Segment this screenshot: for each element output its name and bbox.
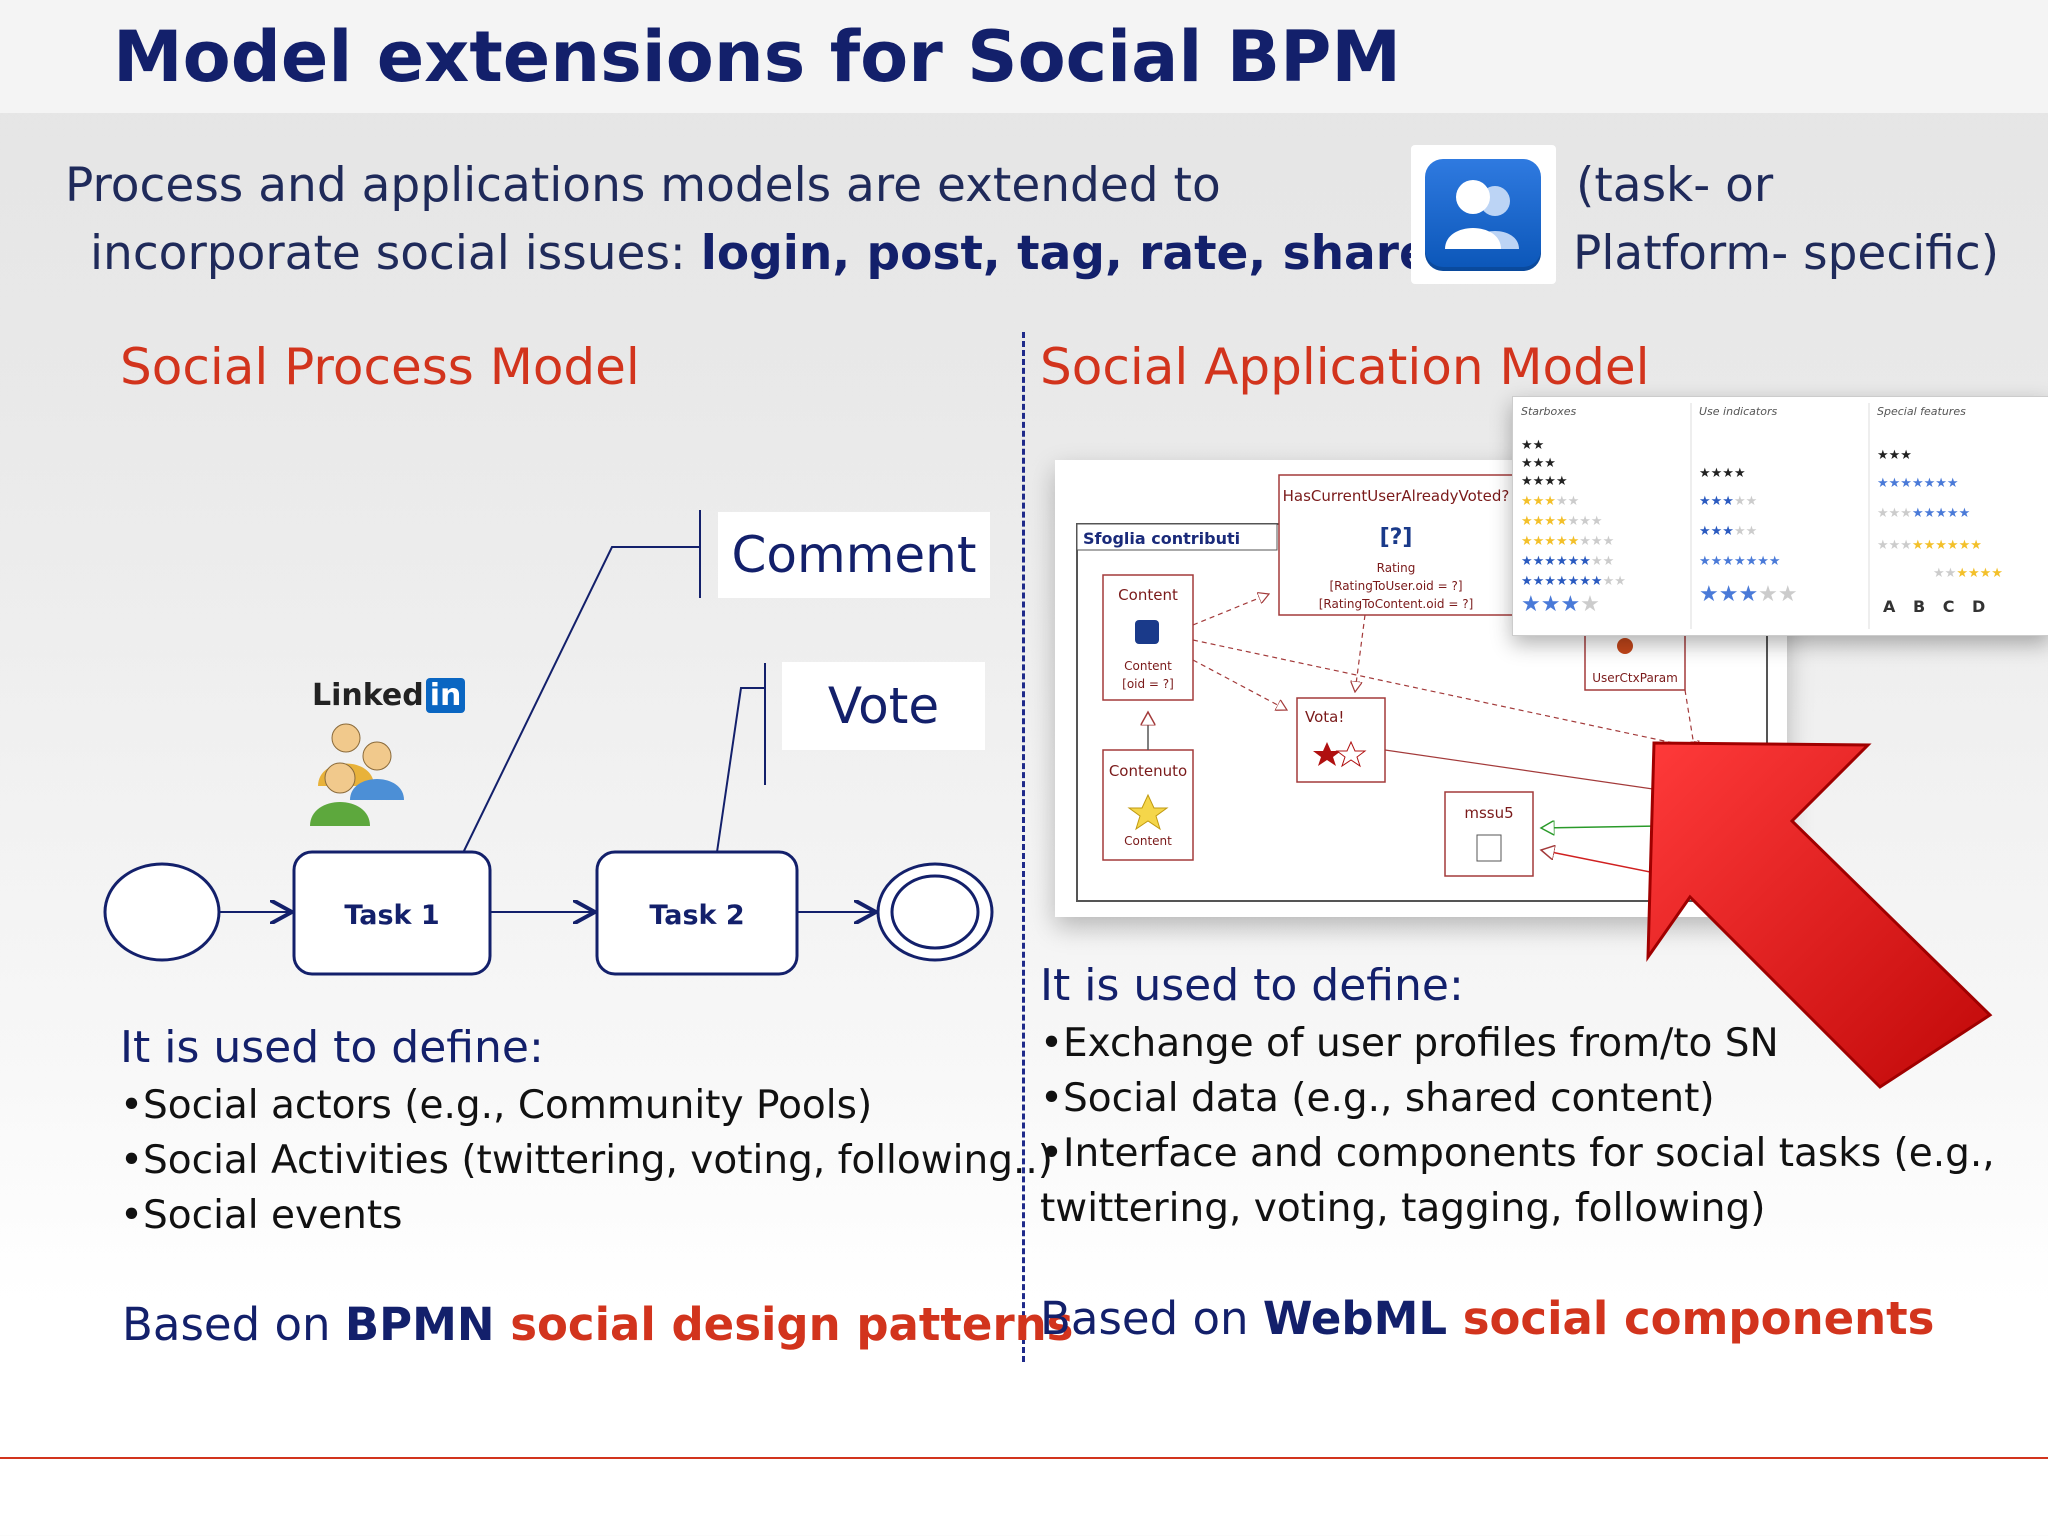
star-rating-components-screenshot: Starboxes Use indicators Special feature… [1512, 396, 2048, 636]
mssu5-unit [1444, 791, 1534, 877]
starboxes-column-title: Starboxes [1521, 405, 1577, 418]
svg-text:★★★★★★★★: ★★★★★★★★ [1521, 554, 1614, 569]
svg-text:★★★★★★★: ★★★★★★★ [1521, 514, 1603, 529]
page-title: Model extensions for Social BPM [113, 16, 1402, 98]
svg-text:★★★★★★★: ★★★★★★★ [1877, 476, 1959, 491]
user-ctx-param-unit [1584, 629, 1686, 691]
svg-text:[oid = ?]: [oid = ?] [1122, 677, 1174, 691]
svg-text:★★: ★★ [1521, 438, 1544, 453]
footer-divider [0, 1457, 2048, 1459]
intro-right-1: (task- or [1576, 158, 1774, 213]
right-used-title: It is used to define: [1040, 960, 1464, 1011]
list-item: •Social events [120, 1193, 403, 1238]
content-unit [1102, 574, 1194, 701]
svg-text:Content: Content [1118, 586, 1178, 604]
svg-text:HasCurrentUserAlreadyVoted?: HasCurrentUserAlreadyVoted? [1283, 487, 1510, 505]
svg-text:★★★★★★★★: ★★★★★★★★ [1877, 506, 1970, 521]
svg-text:★★★★★★★★: ★★★★★★★★ [1521, 534, 1614, 549]
task-1-label: Task 1 [344, 900, 439, 931]
list-item: •Interface and components for social tas… [1040, 1131, 1995, 1176]
svg-text:[?]: [?] [1380, 525, 1413, 550]
svg-text:★★★★: ★★★★ [1699, 466, 1746, 481]
abcd-label: A B C D [1883, 597, 1992, 616]
left-used-title: It is used to define: [120, 1022, 544, 1073]
list-item: •Social Activities (twittering, voting, … [120, 1138, 1053, 1183]
svg-text:★★★★: ★★★★ [1521, 592, 1600, 617]
task-2-label: Task 2 [649, 900, 744, 931]
left-bullet-list: •Social actors (e.g., Community Pools) •… [120, 1078, 1053, 1243]
vote-association [716, 687, 765, 853]
svg-text:★★★★★★★: ★★★★★★★ [1699, 554, 1781, 569]
list-item: •Social data (e.g., shared content) [1040, 1076, 1715, 1121]
svg-text:★★★★★★★★★: ★★★★★★★★★ [1877, 538, 1982, 553]
svg-text:Contenuto: Contenuto [1109, 762, 1187, 780]
svg-text:Vota!: Vota! [1305, 708, 1344, 726]
svg-text:UserCtxParam: UserCtxParam [1592, 671, 1678, 685]
svg-text:Content: Content [1124, 659, 1172, 673]
svg-text:★★★★★★★★★: ★★★★★★★★★ [1521, 574, 1626, 589]
intro-line-1: Process and applications models are exte… [65, 158, 1221, 213]
special-features-column-title: Special features [1877, 405, 1966, 418]
svg-text:mssu5: mssu5 [1464, 804, 1513, 822]
sfoglia-contributi-label: Sfoglia contributi [1083, 529, 1240, 548]
svg-text:Content: Content [1124, 834, 1172, 848]
svg-text:★★★★★★: ★★★★★★ [1933, 566, 2003, 581]
svg-text:★★★: ★★★ [1521, 456, 1556, 471]
social-issues: login, post, tag, rate, share, ... [700, 226, 1519, 281]
vote-annotation: Vote [782, 662, 985, 750]
left-based-on: Based on BPMN social design patterns [122, 1298, 1074, 1351]
intro-line-2: incorporate social issues: login, post, … [90, 226, 1519, 281]
svg-text:★★★: ★★★ [1877, 448, 1912, 463]
comment-association [461, 546, 700, 856]
svg-text:★★★★: ★★★★ [1521, 474, 1568, 489]
right-bullet-list: •Exchange of user profiles from/to SN •S… [1040, 1016, 1995, 1236]
list-item: •Social actors (e.g., Community Pools) [120, 1083, 873, 1128]
social-application-model-heading: Social Application Model [1040, 338, 1650, 396]
title-bar [0, 0, 2048, 113]
list-item: •Exchange of user profiles from/to SN [1040, 1021, 1779, 1066]
community-people-icon [310, 723, 404, 826]
svg-text:[RatingToUser.oid = ?]: [RatingToUser.oid = ?] [1329, 579, 1462, 593]
svg-text:Rating: Rating [1377, 561, 1416, 575]
right-based-on: Based on WebML social components [1040, 1292, 1935, 1345]
svg-text:★★★★★: ★★★★★ [1699, 524, 1757, 539]
bpmn-diagram: Task 1 Task 2 [103, 510, 994, 976]
svg-text:★★★★★: ★★★★★ [1699, 582, 1798, 607]
intro-right-2: Platform- specific) [1573, 226, 2000, 281]
list-item: twittering, voting, tagging, following) [1040, 1186, 1766, 1231]
start-event [103, 862, 221, 962]
use-indicators-column-title: Use indicators [1699, 405, 1778, 418]
section-divider [1022, 332, 1025, 1362]
vota-unit [1296, 697, 1386, 783]
comment-annotation: Comment [718, 512, 990, 598]
svg-text:[RatingToContent.oid = ?]: [RatingToContent.oid = ?] [1319, 597, 1474, 611]
social-process-model-heading: Social Process Model [120, 338, 640, 396]
svg-text:★★★★★: ★★★★★ [1699, 494, 1757, 509]
has-current-user-voted-unit [1278, 474, 1515, 616]
big-red-arrow-icon [1646, 741, 1993, 1089]
svg-text:★★★★★: ★★★★★ [1521, 494, 1579, 509]
social-users-icon [1411, 145, 1556, 284]
